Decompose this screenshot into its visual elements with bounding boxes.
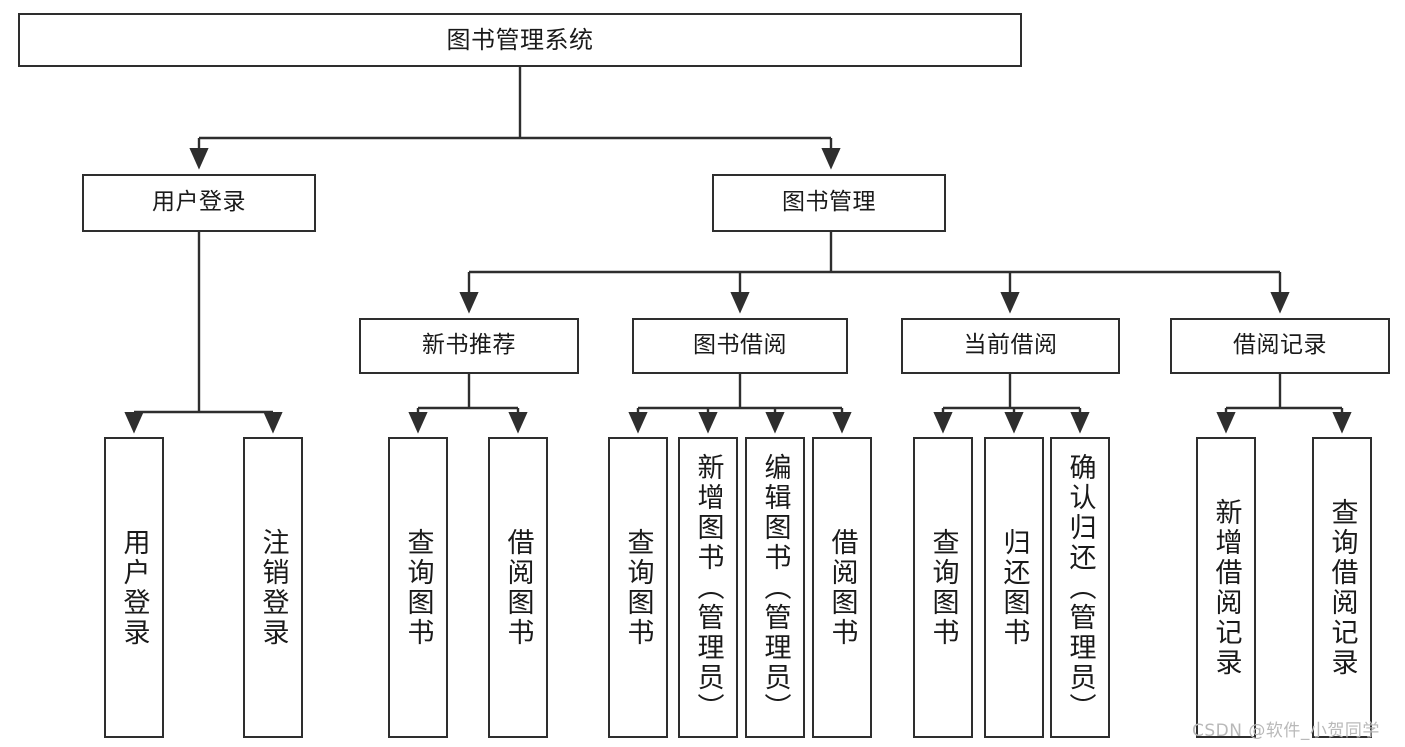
leaf-add-borrow-record[interactable]: 新增借阅记录 bbox=[1196, 437, 1256, 738]
leaf-user-login[interactable]: 用户登录 bbox=[104, 437, 164, 738]
node-user-login[interactable]: 用户登录 bbox=[82, 174, 316, 232]
leaf-user-logout[interactable]: 注销登录 bbox=[243, 437, 303, 738]
node-label: 查询图书 bbox=[402, 527, 434, 648]
node-label: 查询图书 bbox=[927, 527, 959, 648]
node-label: 确认归还（管理员） bbox=[1064, 452, 1096, 723]
node-label: 借阅图书 bbox=[502, 527, 534, 648]
node-book-borrow[interactable]: 图书借阅 bbox=[632, 318, 848, 374]
leaf-confirm-return-admin[interactable]: 确认归还（管理员） bbox=[1050, 437, 1110, 738]
leaf-query-books-current[interactable]: 查询图书 bbox=[913, 437, 973, 738]
leaf-add-book-admin[interactable]: 新增图书（管理员） bbox=[678, 437, 738, 738]
node-label: 图书借阅 bbox=[693, 332, 787, 359]
leaf-query-borrow-record[interactable]: 查询借阅记录 bbox=[1312, 437, 1372, 738]
leaf-borrow-books[interactable]: 借阅图书 bbox=[812, 437, 872, 738]
node-current-borrow[interactable]: 当前借阅 bbox=[901, 318, 1120, 374]
node-label: 新增借阅记录 bbox=[1210, 497, 1242, 678]
node-label: 注销登录 bbox=[257, 527, 289, 648]
node-label: 归还图书 bbox=[998, 527, 1030, 648]
node-label: 图书管理 bbox=[782, 189, 876, 216]
watermark: CSDN @软件_小贺同学 bbox=[1192, 721, 1380, 741]
node-borrow-record[interactable]: 借阅记录 bbox=[1170, 318, 1390, 374]
node-book-management[interactable]: 图书管理 bbox=[712, 174, 946, 232]
node-root[interactable]: 图书管理系统 bbox=[18, 13, 1022, 67]
node-label: 借阅图书 bbox=[826, 527, 858, 648]
node-label: 借阅记录 bbox=[1233, 332, 1327, 359]
node-label: 查询图书 bbox=[622, 527, 654, 648]
leaf-query-books-recommend[interactable]: 查询图书 bbox=[388, 437, 448, 738]
node-label: 新书推荐 bbox=[422, 332, 516, 359]
leaf-edit-book-admin[interactable]: 编辑图书（管理员） bbox=[745, 437, 805, 738]
node-label: 新增图书（管理员） bbox=[692, 452, 724, 723]
node-label: 查询借阅记录 bbox=[1326, 497, 1358, 678]
node-label: 用户登录 bbox=[118, 527, 150, 648]
node-label: 图书管理系统 bbox=[446, 25, 594, 54]
node-new-book-recommend[interactable]: 新书推荐 bbox=[359, 318, 579, 374]
node-label: 用户登录 bbox=[152, 189, 246, 216]
node-label: 编辑图书（管理员） bbox=[759, 452, 791, 723]
leaf-return-books[interactable]: 归还图书 bbox=[984, 437, 1044, 738]
node-label: 当前借阅 bbox=[963, 332, 1058, 359]
leaf-query-books-borrow[interactable]: 查询图书 bbox=[608, 437, 668, 738]
leaf-borrow-books-recommend[interactable]: 借阅图书 bbox=[488, 437, 548, 738]
